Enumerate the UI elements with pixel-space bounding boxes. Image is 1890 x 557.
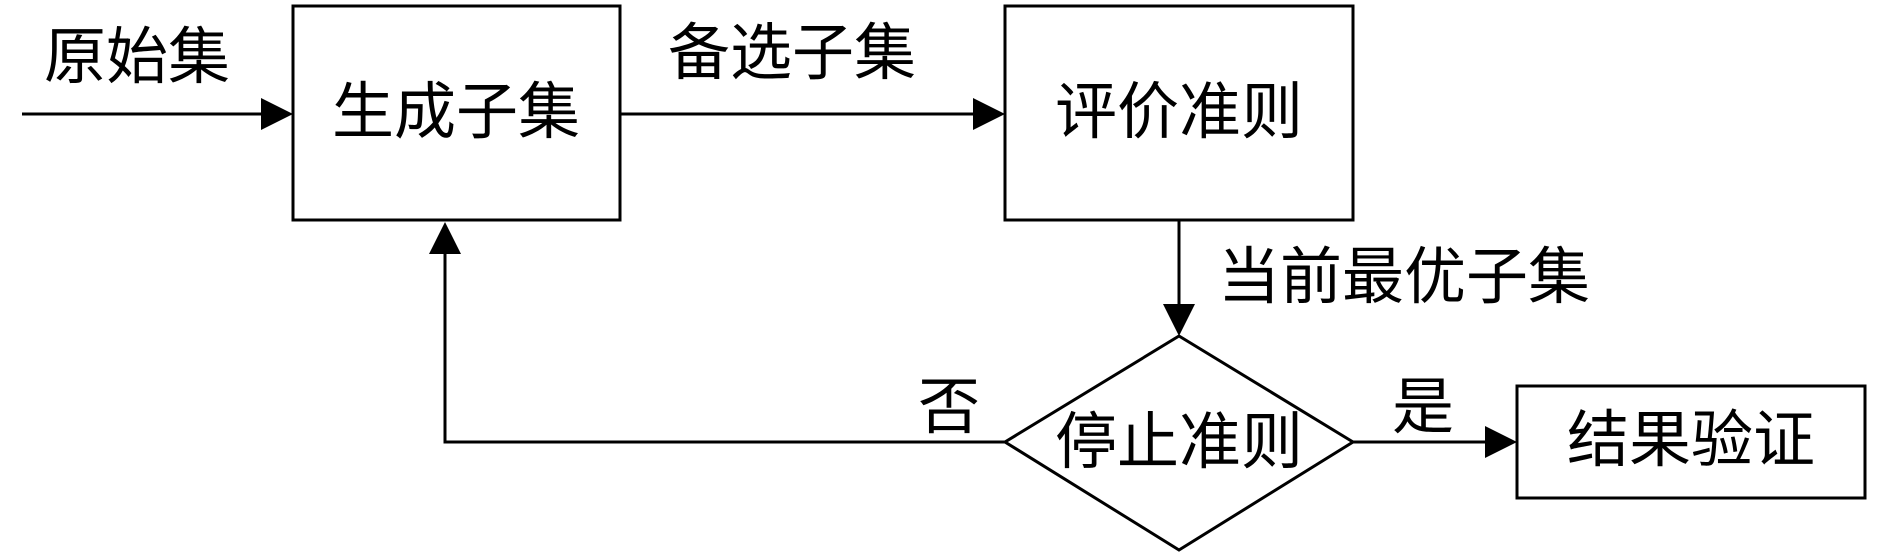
node-stopping-criterion: 停止准则 [1002,334,1356,552]
edge-label-yes: 是 [1392,370,1454,443]
edge-label-candidate-subset: 备选子集 [668,16,916,89]
node-result-validation: 结果验证 [1515,384,1867,500]
node-result-validation-label: 结果验证 [1567,403,1815,476]
edge-label-no: 否 [918,370,980,443]
node-evaluation-criterion-label: 评价准则 [1055,75,1303,148]
edge-evaluation-to-stopping [1163,220,1195,336]
edge-generate-to-evaluation [620,98,1005,130]
node-evaluation-criterion: 评价准则 [1003,4,1355,222]
node-stopping-criterion-label: 停止准则 [1055,405,1303,478]
edge-label-current-best-subset: 当前最优子集 [1218,240,1590,313]
edge-stopping-to-validation-yes [1353,426,1517,458]
node-generate-subset-label: 生成子集 [332,75,580,148]
node-generate-subset: 生成子集 [291,4,622,222]
edge-stopping-to-generate-no [429,222,1005,444]
edge-input-to-generate [22,98,293,130]
edge-label-original-set: 原始集 [44,20,230,93]
